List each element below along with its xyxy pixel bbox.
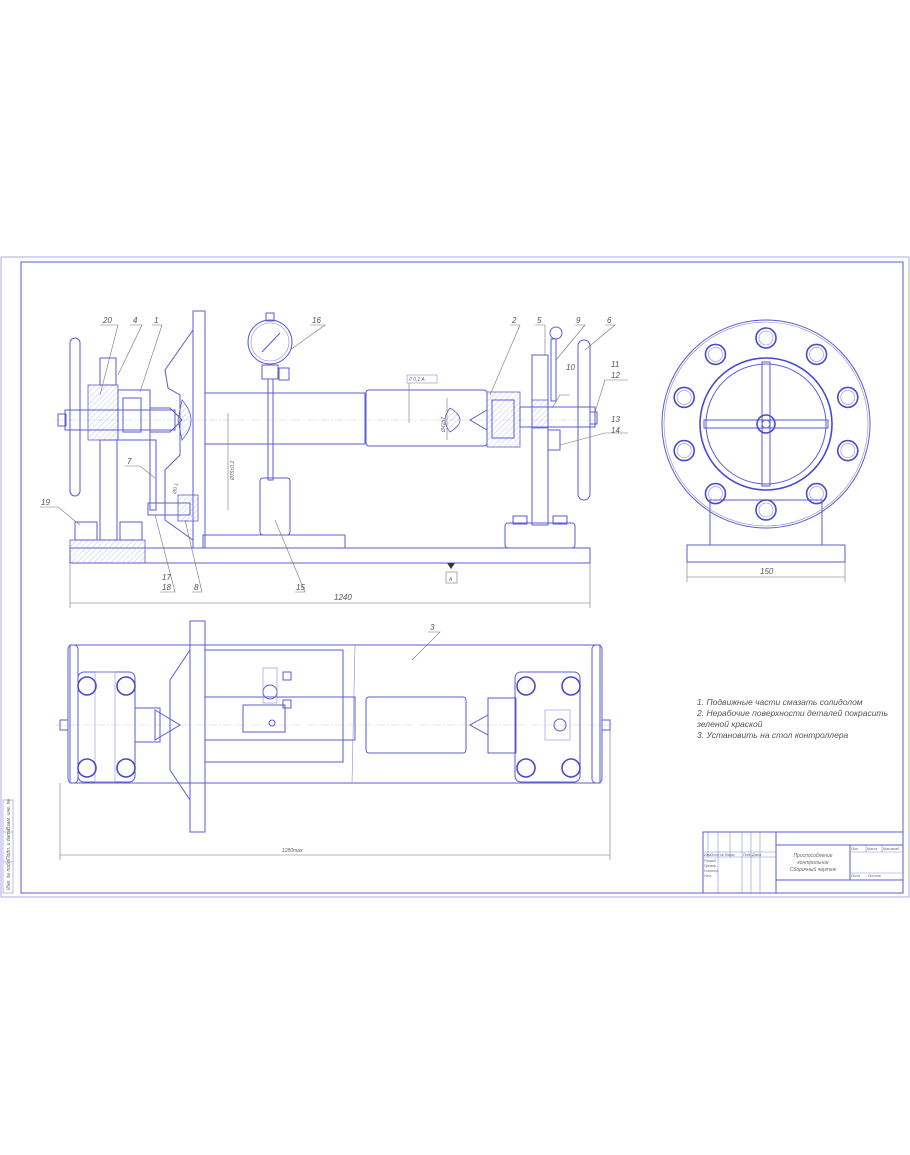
- dim-1240: 1240: [334, 593, 352, 602]
- bolt-hole-inner: [676, 443, 692, 458]
- datum-triangle: [447, 563, 455, 569]
- svg-text:Утв.: Утв.: [704, 874, 712, 878]
- label-16: 16: [312, 316, 321, 325]
- note-3: 3. Установить на стол контроллера: [697, 730, 849, 740]
- side-stamp: Инв. № подл. Подп. и дата Взам. инв. №: [2, 798, 14, 894]
- dim-1280max: 1280max: [282, 848, 303, 854]
- bolt-hole-inner: [809, 486, 824, 501]
- svg-text:Масштаб: Масштаб: [883, 847, 900, 851]
- dim-150: 150: [760, 567, 774, 576]
- stamp-inv: Инв. № подл.: [6, 859, 12, 890]
- flange-outline: [661, 319, 871, 529]
- dim-small: Ø0,1: [172, 482, 180, 495]
- title-line-3: Сборочный чертеж: [790, 866, 837, 873]
- svg-text:Разраб.: Разраб.: [704, 859, 717, 863]
- dim-shaft-dia: Ø75±0,2: [230, 461, 236, 481]
- label-3: 3: [430, 623, 435, 632]
- bolt-hole: [805, 482, 828, 505]
- svg-text:Дата: Дата: [751, 853, 761, 857]
- left-housing: [87, 384, 119, 441]
- drawing-frame: [20, 261, 904, 894]
- svg-text:№ докум.: № докум.: [720, 853, 735, 857]
- bolt-hole: [755, 327, 777, 349]
- label-6: 6: [607, 316, 612, 325]
- bolt-hole-inner: [809, 347, 824, 362]
- label-17: 17: [162, 573, 171, 582]
- note-2-cont: зеленой краской: [696, 719, 763, 729]
- bolt-hole: [836, 439, 859, 462]
- label-19: 19: [41, 498, 50, 507]
- bolt-hole-inner: [758, 502, 774, 518]
- stamp-replace: Взам. инв. №: [6, 798, 12, 830]
- top-view: 1280max: [55, 620, 615, 860]
- note-2: 2. Нерабочие поверхности деталей покраси…: [696, 708, 888, 718]
- bolt-hole: [704, 482, 727, 505]
- label-5: 5: [537, 316, 542, 325]
- note-1: 1. Подвижные части смазать солидолом: [697, 697, 863, 707]
- bolt-hole: [805, 343, 828, 366]
- right-housing-top: [514, 671, 581, 783]
- bolt-holes: [673, 327, 859, 521]
- bolt-hole: [673, 386, 696, 409]
- left-handwheel: [69, 337, 81, 497]
- shaft-top: [204, 696, 356, 741]
- bolt-hole: [673, 439, 696, 462]
- datum-box: [445, 571, 458, 584]
- label-10: 10: [566, 363, 575, 372]
- label-1: 1: [154, 316, 158, 325]
- label-13: 13: [611, 415, 620, 424]
- bolt-hole-inner: [676, 390, 692, 405]
- collar-top: [365, 696, 467, 754]
- side-foot: [686, 544, 846, 563]
- svg-text:Листов: Листов: [867, 874, 881, 878]
- side-view: 150: [661, 319, 871, 582]
- svg-text:Изм.: Изм.: [704, 853, 711, 857]
- bolt-hole-inner: [840, 390, 856, 405]
- shaft: [204, 392, 366, 445]
- svg-text:Провер.: Провер.: [704, 864, 717, 868]
- bolt-hole: [836, 386, 859, 409]
- bolt-hole-inner: [708, 486, 723, 501]
- svg-text:A: A: [448, 577, 453, 583]
- label-15: 15: [296, 583, 305, 592]
- svg-text:Масса: Масса: [867, 847, 877, 851]
- front-view: 1240 Ø75±0,2 Ø42h7 Ø0,1 // 0,1 A A: [40, 310, 628, 661]
- svg-text:// 0,1 A: // 0,1 A: [408, 377, 425, 383]
- svg-text:Лист: Лист: [709, 853, 719, 857]
- label-14: 14: [611, 426, 620, 435]
- bolt-hole-inner: [840, 443, 856, 458]
- right-spindle: [519, 406, 596, 428]
- label-4: 4: [133, 316, 138, 325]
- bolt-hole: [755, 499, 777, 521]
- label-18: 18: [162, 583, 171, 592]
- title-block: Изм. Лист № докум. Подп. Дата Разраб. Пр…: [702, 831, 904, 894]
- left-spindle: [64, 409, 176, 431]
- label-20: 20: [102, 316, 112, 325]
- label-11: 11: [611, 360, 619, 369]
- hub: [756, 414, 776, 434]
- bolt-hole-inner: [708, 347, 723, 362]
- label-8: 8: [194, 583, 199, 592]
- svg-text:Лит.: Лит.: [850, 847, 859, 851]
- title-line-1: Приспособление: [793, 853, 832, 859]
- handwheel-rim: [699, 357, 833, 491]
- base-plate-top: [69, 644, 601, 784]
- label-9: 9: [576, 316, 581, 325]
- svg-text:Н.контр.: Н.контр.: [704, 869, 719, 873]
- label-7: 7: [127, 457, 132, 466]
- label-2: 2: [511, 316, 517, 325]
- label-12: 12: [611, 371, 620, 380]
- indicator-clamp: [242, 704, 286, 733]
- left-foot: [69, 539, 146, 564]
- bolt-hole-inner: [758, 330, 774, 346]
- dial-indicator: [247, 319, 293, 365]
- svg-text:Лист: Лист: [850, 874, 860, 878]
- stamp-sign: Подп. и дата: [6, 828, 12, 860]
- svg-text:Подп.: Подп.: [743, 853, 752, 857]
- bolt-hole: [704, 343, 727, 366]
- technical-notes: 1. Подвижные части смазать солидолом 2. …: [696, 697, 888, 740]
- title-line-2: контрольное: [797, 860, 828, 866]
- dim-center-dia: Ø42h7: [441, 417, 447, 433]
- tolerance-frame: [406, 374, 438, 384]
